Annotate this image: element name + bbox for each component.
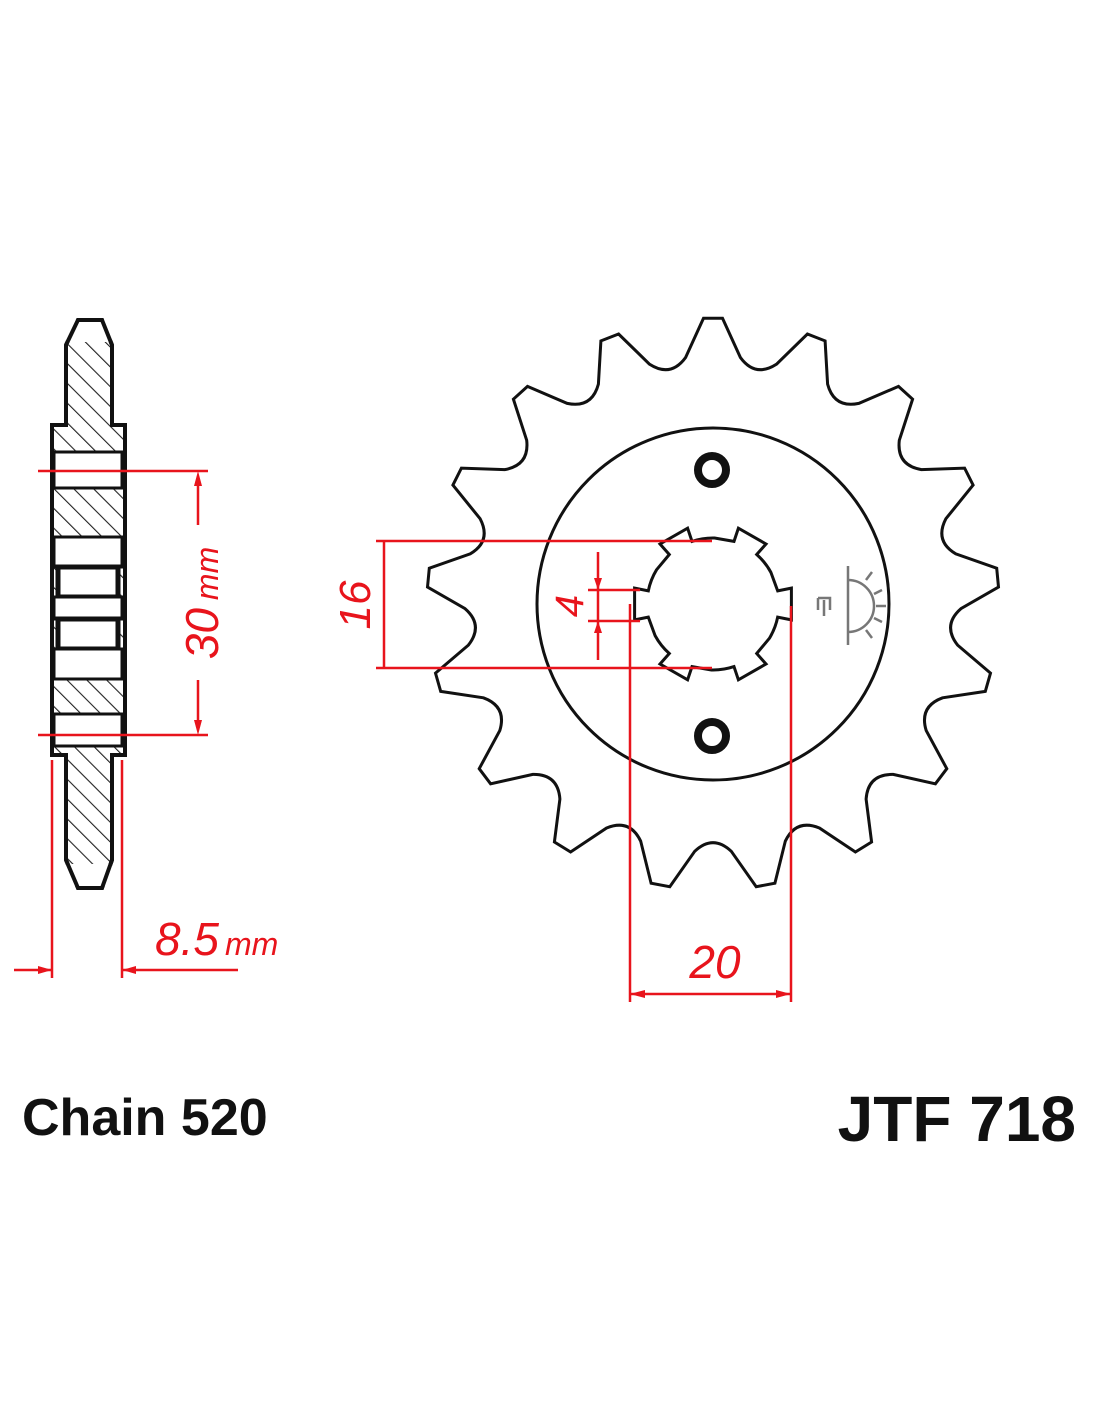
thickness-unit: mm <box>225 926 278 962</box>
dimension-bore: 20 <box>688 936 741 988</box>
thickness-value: 8.5 <box>155 913 219 965</box>
pcd-value: 30 <box>176 608 228 660</box>
sprocket-front-view <box>425 316 1001 889</box>
dimension-spline-major: 16 <box>331 580 380 629</box>
pcd-unit: mm <box>189 547 225 600</box>
side-view <box>50 318 127 890</box>
part-number: JTF 718 <box>837 1083 1076 1155</box>
manufacturer-logo <box>816 566 886 645</box>
spline-bore <box>633 525 793 683</box>
dimension-30mm: 30 mm <box>176 547 228 659</box>
chain-label: Chain 520 <box>22 1089 268 1147</box>
bolt-hole-bottom <box>694 718 730 754</box>
dimension-spline-key: 4 <box>548 595 592 617</box>
svg-text:30mm: 30 mm <box>176 547 228 659</box>
dimension-lines <box>14 469 793 1002</box>
bolt-hole-top <box>694 452 730 488</box>
hub-circle <box>535 426 891 782</box>
